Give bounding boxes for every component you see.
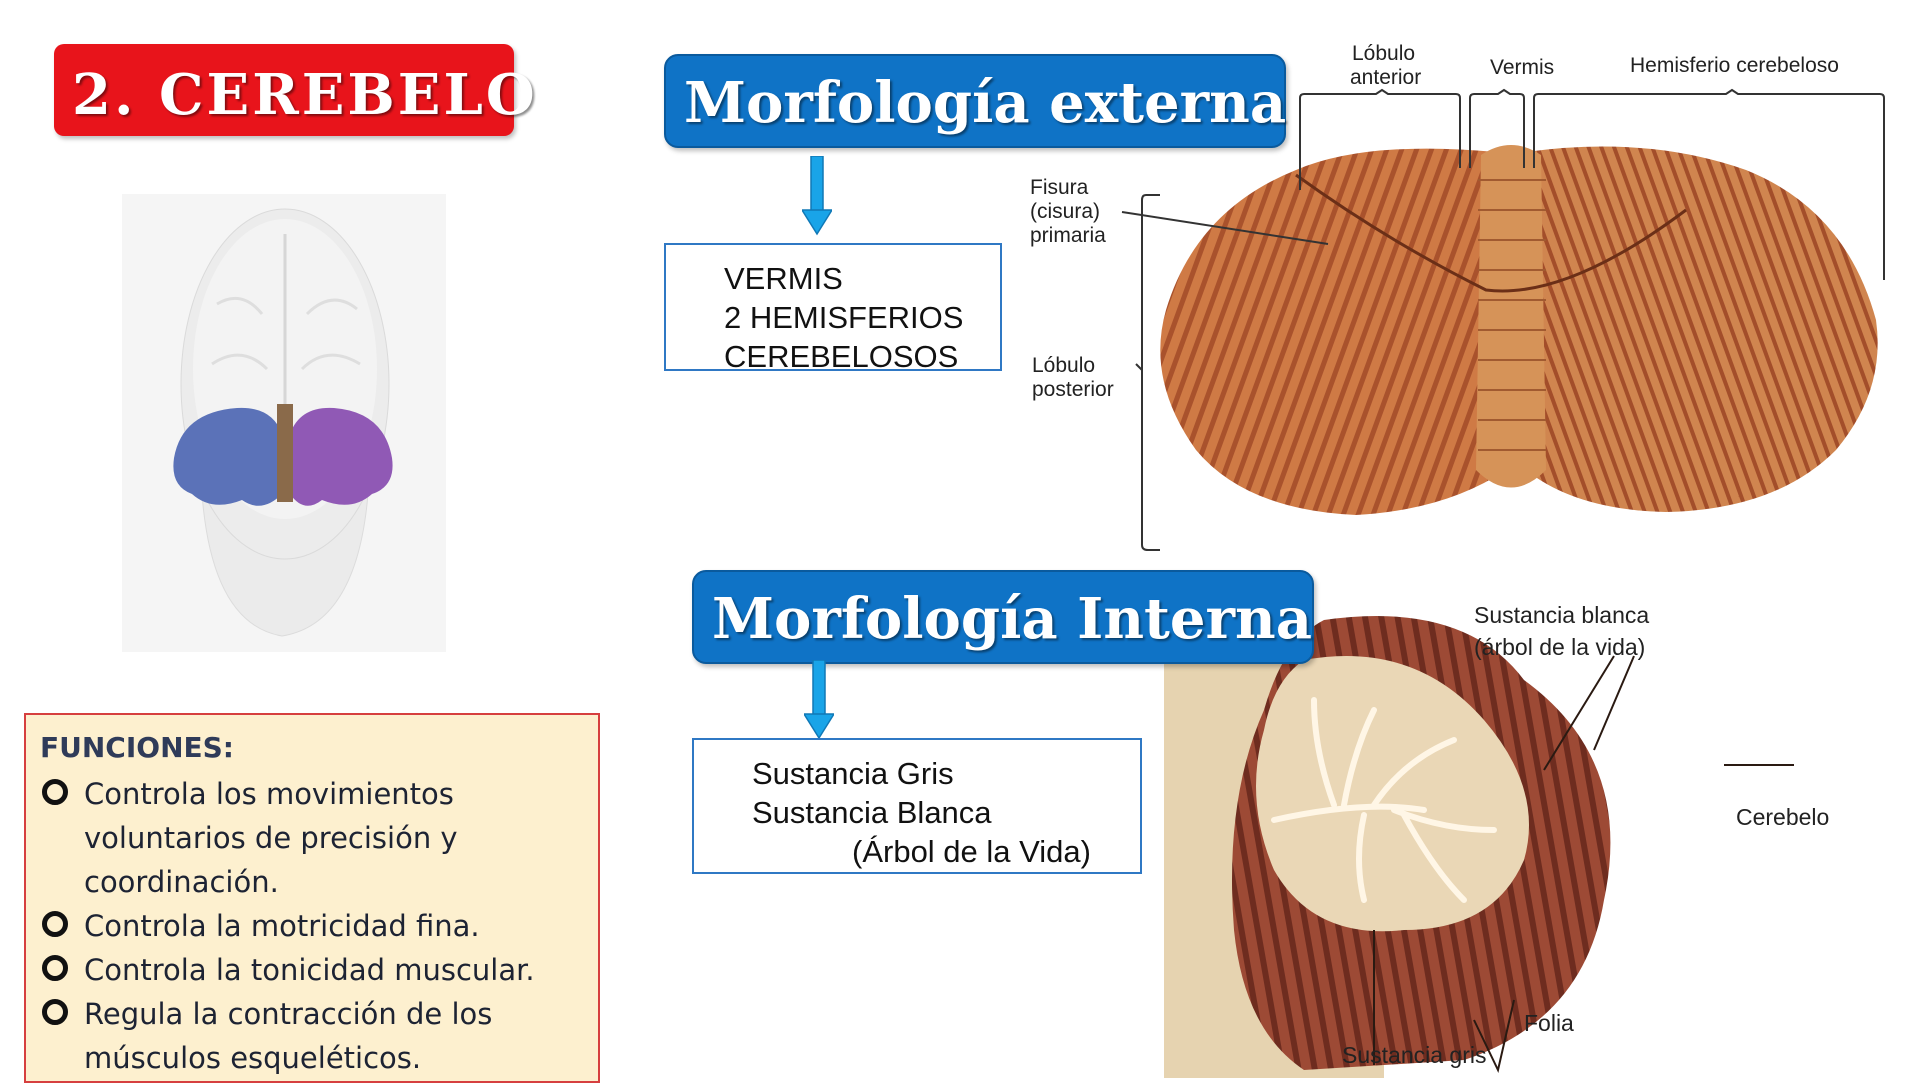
label-sustancia-blanca-2: (árbol de la vida) [1474,634,1646,660]
label-sustancia-gris: Sustancia gris [1342,1042,1487,1068]
bullet-icon [42,955,68,981]
bullet-icon [42,779,68,805]
label-lobulo-posterior-1: Lóbulo [1032,354,1096,377]
function-item-4-line-1: Regula la contracción de los [84,997,493,1031]
internal-morphology-box [692,738,1142,874]
function-item-1: Controla los movimientos voluntarios de … [84,772,458,904]
function-item-1-line-2: voluntarios de precisión y [84,821,458,855]
cerebellum-external-illustration [1135,88,1885,551]
arrow-down-icon [802,156,832,236]
external-morphology-header [664,54,1286,148]
title-banner [54,44,514,136]
function-item-3: Controla la tonicidad muscular. [84,953,535,987]
label-hemisferio: Hemisferio cerebeloso [1630,54,1839,77]
label-fisura-2: (cisura) [1030,200,1101,223]
label-cerebelo: Cerebelo [1736,804,1830,830]
bullet-icon [42,911,68,937]
internal-morphology-header [692,570,1314,664]
skull-cerebellum-illustration [122,194,446,652]
label-lobulo-anterior-1: Lóbulo [1352,42,1416,65]
internal-morphology-title: Morfología Interna [712,586,1313,652]
functions-panel [24,713,600,1083]
function-item-4-line-2: músculos esqueléticos. [84,1041,422,1075]
fisura-pointer-line [1121,211,1329,245]
external-morphology-title: Morfología externa [684,70,1287,136]
label-lobulo-posterior-2: posterior [1032,378,1114,401]
box-line-hemispheres: 2 HEMISFERIOS [724,300,964,335]
box-line-vermis: VERMIS [724,261,843,296]
box-line-arbol-vida: (Árbol de la Vida) [852,834,1091,869]
label-folia: Folia [1524,1010,1574,1036]
label-lobulo-anterior-2: anterior [1350,66,1422,89]
functions-title: FUNCIONES: [40,731,234,764]
arrow-down-icon [804,660,834,740]
external-morphology-box [664,243,1002,371]
label-fisura-3: primaria [1030,224,1106,247]
page-title: 2. CEREBELO [72,62,538,128]
label-sustancia-blanca-1: Sustancia blanca [1474,602,1650,628]
function-item-1-line-3: coordinación. [84,865,279,899]
function-item-2: Controla la motricidad fina. [84,909,480,943]
cerebellum-internal-illustration [1164,616,1794,1078]
box-line-sustancia-blanca: Sustancia Blanca [752,795,992,830]
function-item-4: Regula la contracción de los músculos es… [84,992,492,1080]
label-fisura-1: Fisura [1030,176,1089,199]
box-line-cerebellar: CEREBELOSOS [724,339,959,374]
label-vermis: Vermis [1490,56,1555,79]
bullet-icon [42,999,68,1025]
box-line-sustancia-gris: Sustancia Gris [752,756,954,791]
function-item-1-line-1: Controla los movimientos [84,777,454,811]
